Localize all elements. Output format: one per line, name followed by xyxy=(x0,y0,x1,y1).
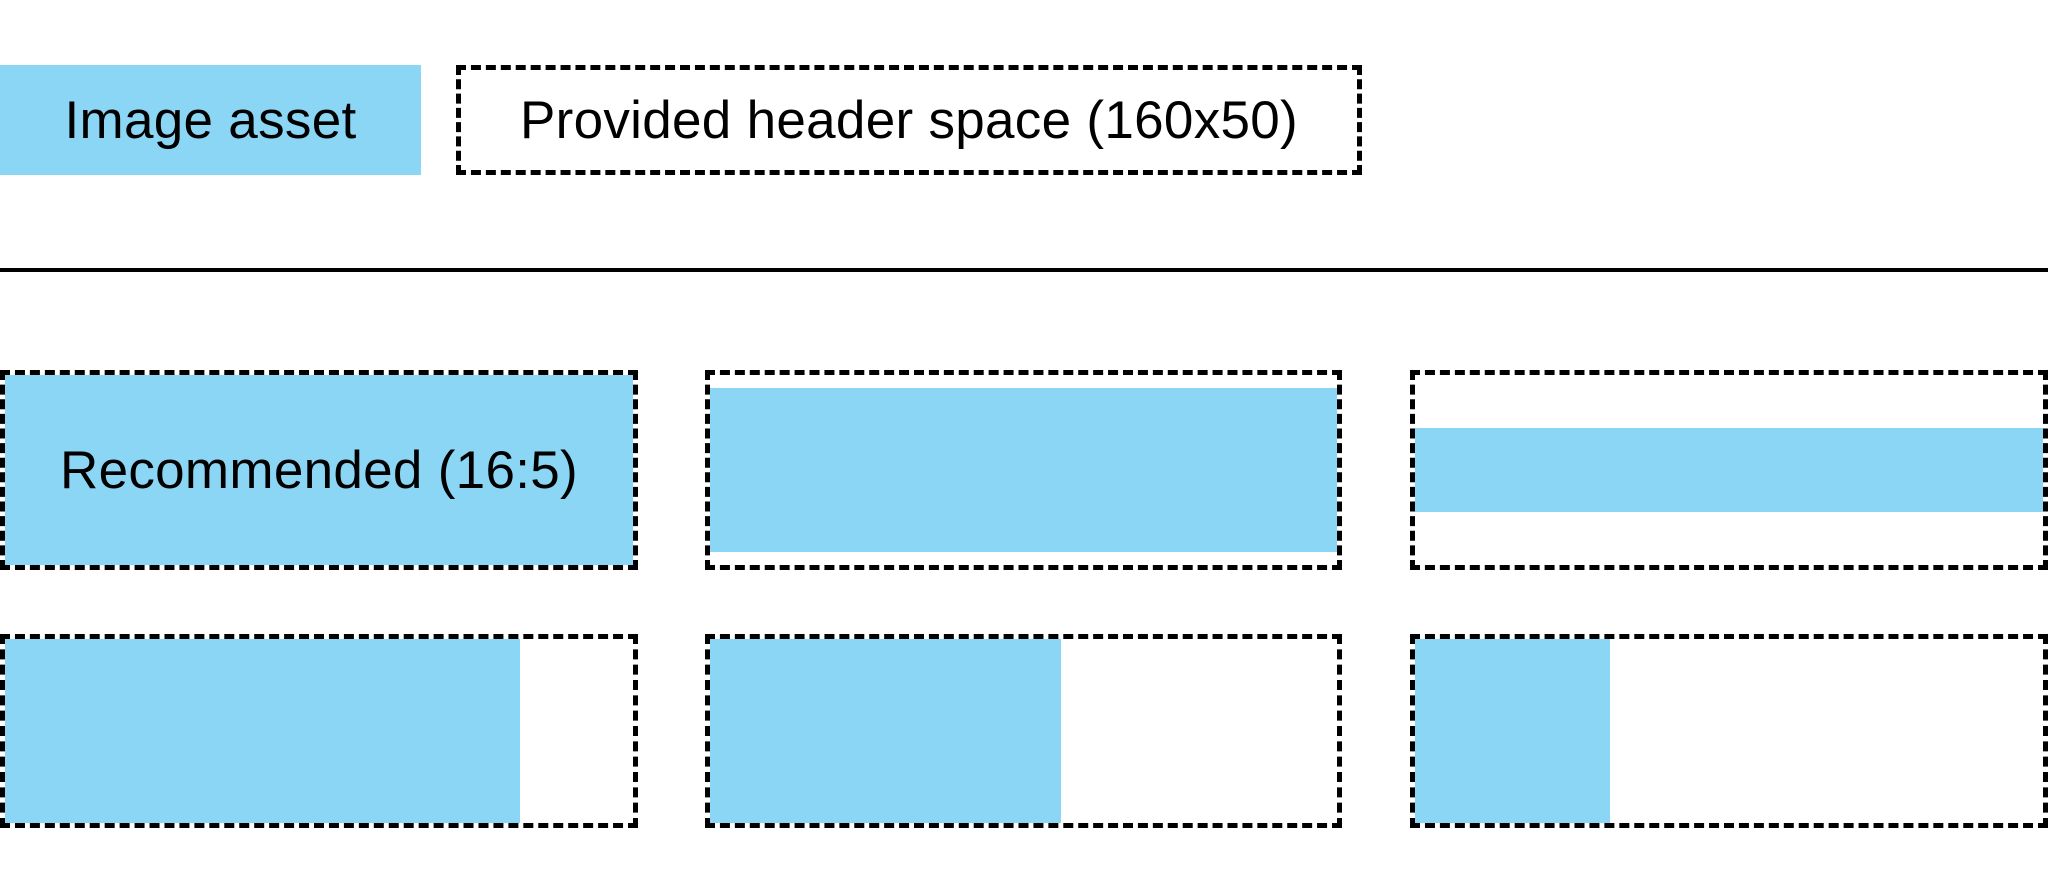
image-asset-fill xyxy=(5,375,633,565)
image-asset-fill xyxy=(710,388,1337,552)
header-space-cell-r1c3 xyxy=(1410,370,2048,570)
header-space-cell-r2c3 xyxy=(1410,634,2048,828)
legend-image-asset-label: Image asset xyxy=(64,90,357,150)
recommended-label-wrap: Recommended (16:5) xyxy=(5,375,633,565)
header-space-cell-r2c1 xyxy=(0,634,638,828)
header-space-cell-r1c2 xyxy=(705,370,1342,570)
legend-image-asset-swatch: Image asset xyxy=(0,65,421,175)
image-asset-fill xyxy=(1415,639,1610,823)
recommended-label: Recommended (16:5) xyxy=(60,440,578,500)
legend-header-space-box: Provided header space (160x50) xyxy=(456,65,1362,175)
image-asset-fill xyxy=(710,639,1062,823)
header-space-cell-r1c1: Recommended (16:5) xyxy=(0,370,638,570)
header-space-cell-r2c2 xyxy=(705,634,1342,828)
section-divider xyxy=(0,268,2048,272)
legend-header-space-label: Provided header space (160x50) xyxy=(520,90,1298,150)
image-asset-fill xyxy=(5,639,520,823)
image-asset-fill xyxy=(1415,428,2043,512)
